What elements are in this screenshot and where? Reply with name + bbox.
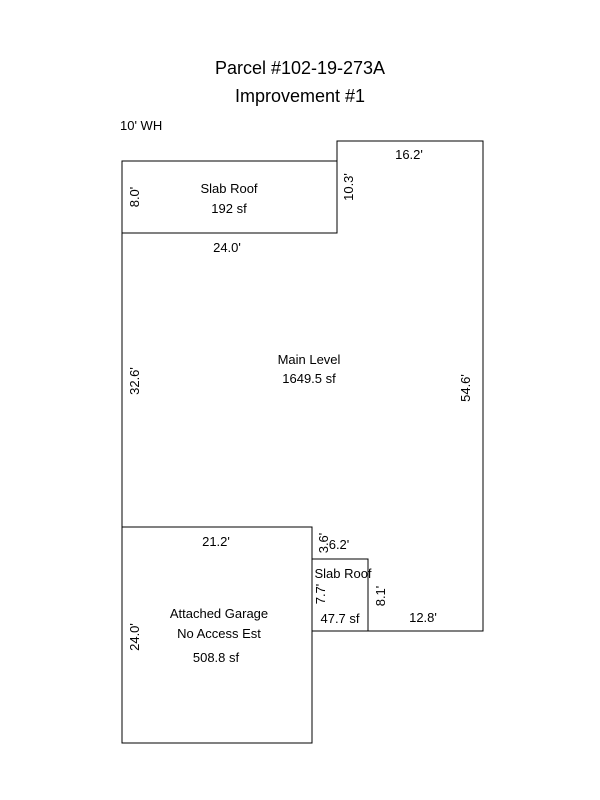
dim-small-top-width: 6.2' bbox=[329, 537, 350, 552]
dim-garage-width: 21.2' bbox=[202, 534, 230, 549]
main-level-name: Main Level bbox=[278, 352, 341, 367]
dim-main-left-height: 32.6' bbox=[127, 367, 142, 395]
wall-height-note: 10' WH bbox=[120, 118, 163, 133]
dim-slab-top-width: 24.0' bbox=[213, 240, 241, 255]
slab-roof-small-name: Slab Roof bbox=[314, 566, 371, 581]
dim-main-right-height: 54.6' bbox=[458, 374, 473, 402]
sketch-title: Parcel #102-19-273A bbox=[214, 58, 386, 78]
garage-name-line2: No Access Est bbox=[177, 626, 261, 641]
sketch-subtitle: Improvement #1 bbox=[234, 86, 366, 106]
garage-outline bbox=[121, 526, 313, 744]
dim-small-left-height: 7.7' bbox=[313, 584, 328, 605]
slab-roof-top-name: Slab Roof bbox=[200, 181, 257, 196]
dim-slab-top-height: 8.0' bbox=[127, 187, 142, 208]
slab-roof-top-outline bbox=[121, 160, 338, 234]
slab-roof-top-area: 192 sf bbox=[211, 201, 247, 216]
garage-area: 508.8 sf bbox=[193, 650, 240, 665]
dim-bottom-right-width: 12.8' bbox=[409, 610, 437, 625]
dim-small-right-height: 8.1' bbox=[373, 586, 388, 607]
main-level-outline bbox=[121, 140, 484, 632]
dim-garage-height: 24.0' bbox=[127, 623, 142, 651]
dim-small-top-height: 3.6' bbox=[316, 533, 331, 554]
dim-top-right-width: 16.2' bbox=[395, 147, 423, 162]
dim-slab-top-right: 10.3' bbox=[341, 173, 356, 201]
garage-name-line1: Attached Garage bbox=[170, 606, 268, 621]
slab-roof-small-area: 47.7 sf bbox=[320, 611, 359, 626]
main-level-area: 1649.5 sf bbox=[282, 371, 336, 386]
